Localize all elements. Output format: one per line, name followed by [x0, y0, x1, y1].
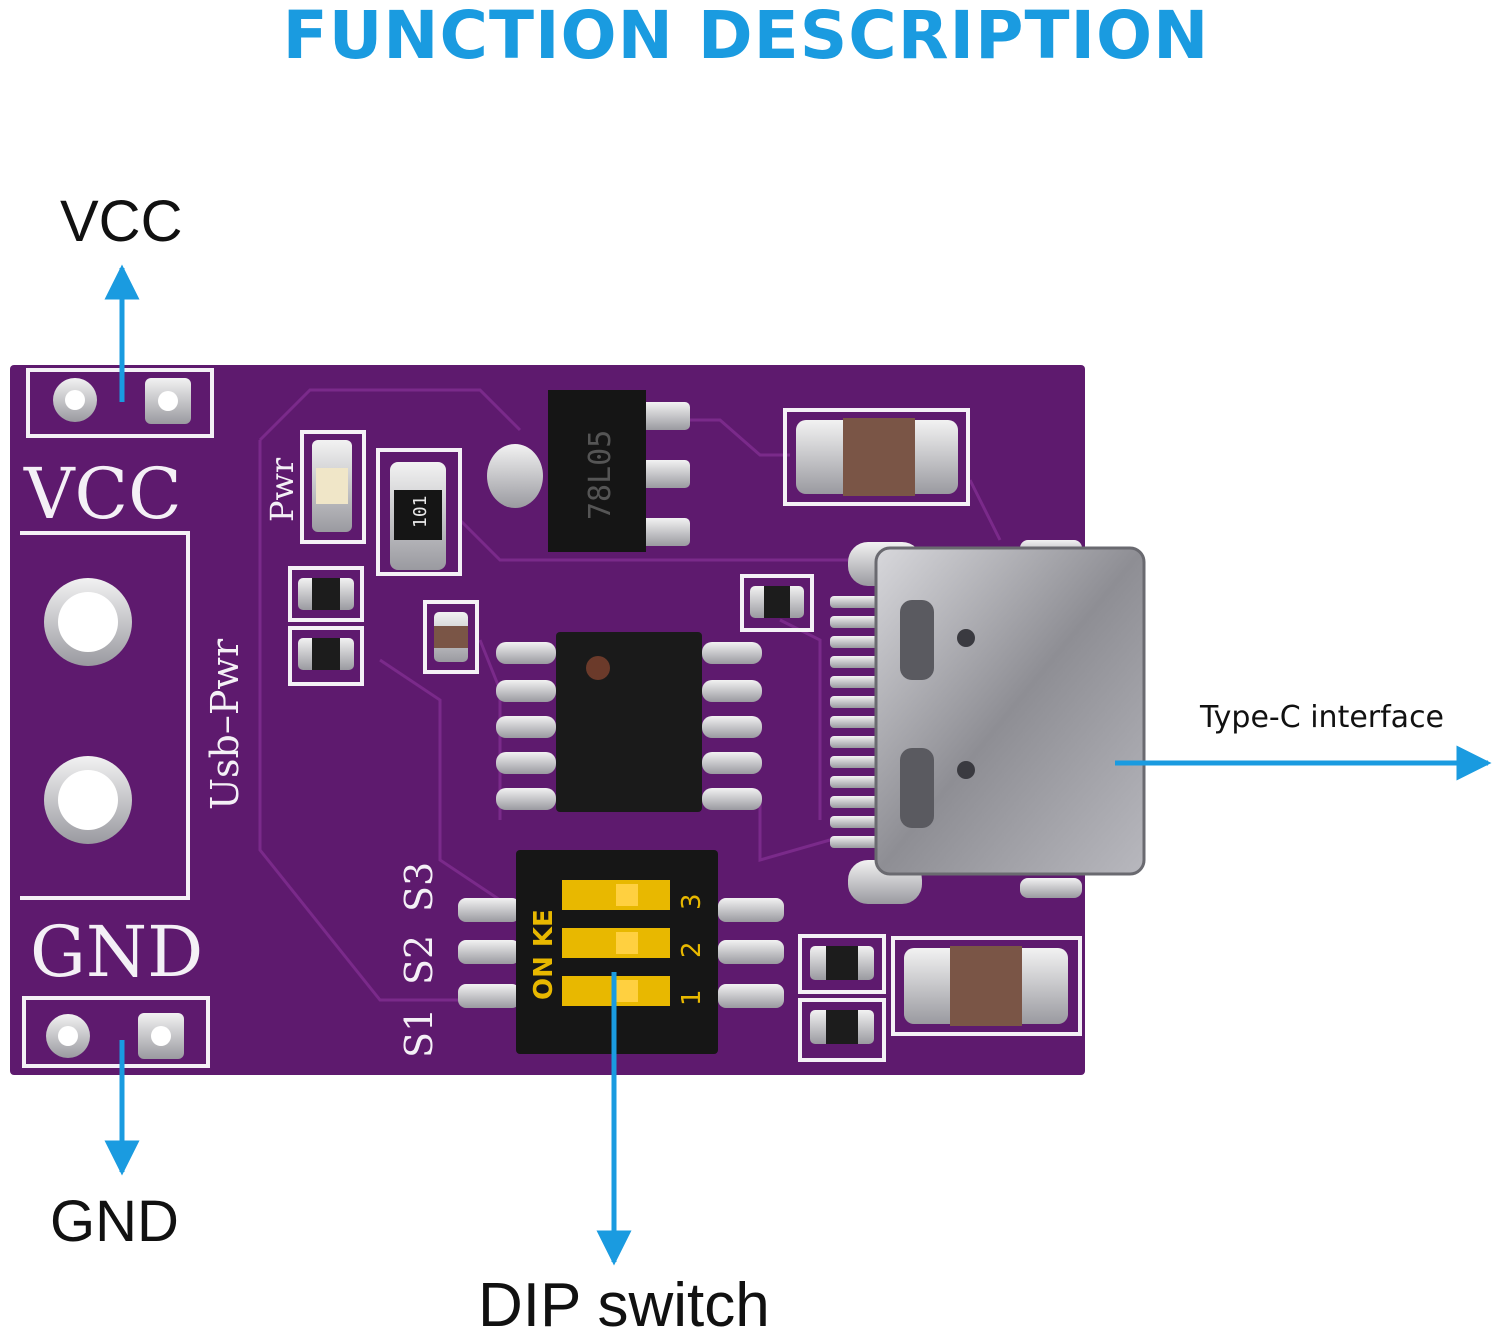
pcb-traces: [258, 388, 1002, 1002]
smd-left-2: [288, 626, 364, 686]
type-c-connector: [830, 540, 1146, 904]
regulator-marking: 78L05: [583, 430, 618, 520]
vcc-header: [26, 368, 214, 438]
silk-usb-pwr: Usb–Pwr: [203, 638, 247, 810]
silk-s2: S2: [397, 935, 441, 985]
vcc-callout-label: VCC: [60, 189, 183, 254]
smd-left-1: [288, 566, 364, 622]
main-ic: [496, 632, 762, 812]
gnd-callout-label: GND: [50, 1189, 179, 1254]
silk-gnd: GND: [30, 911, 203, 993]
silk-vcc: VCC: [23, 453, 182, 535]
dip-switch-callout-label: DIP switch: [478, 1271, 770, 1340]
page-title: FUNCTION DESCRIPTION: [282, 0, 1210, 74]
silk-s1: S1: [397, 1008, 441, 1058]
smd-bottom-2: [798, 998, 886, 1062]
capacitor-bottom: [891, 936, 1082, 1036]
silk-s3: S3: [397, 862, 441, 912]
pwr-led: [300, 430, 366, 544]
power-terminal: [20, 531, 190, 900]
smd-bottom-1: [798, 934, 886, 994]
gnd-header: [22, 996, 210, 1068]
smd-cap-small: [423, 600, 479, 674]
resistor-101: 101: [376, 448, 462, 576]
dip-label-3: 3: [677, 893, 707, 910]
dip-label-1: 1: [677, 989, 707, 1006]
type-c-callout-label: Type-C interface: [1200, 700, 1445, 735]
smd-top-right: [740, 574, 814, 632]
capacitor-top: [783, 408, 970, 506]
dip-switch: ON KE 3 2 1: [458, 850, 784, 1054]
dip-label-2: 2: [677, 941, 707, 958]
silk-pwr: Pwr: [263, 457, 301, 522]
dip-on-label: ON KE: [529, 909, 559, 1000]
resistor-marking: 101: [410, 495, 431, 528]
regulator-78l05: 78L05: [487, 390, 690, 552]
